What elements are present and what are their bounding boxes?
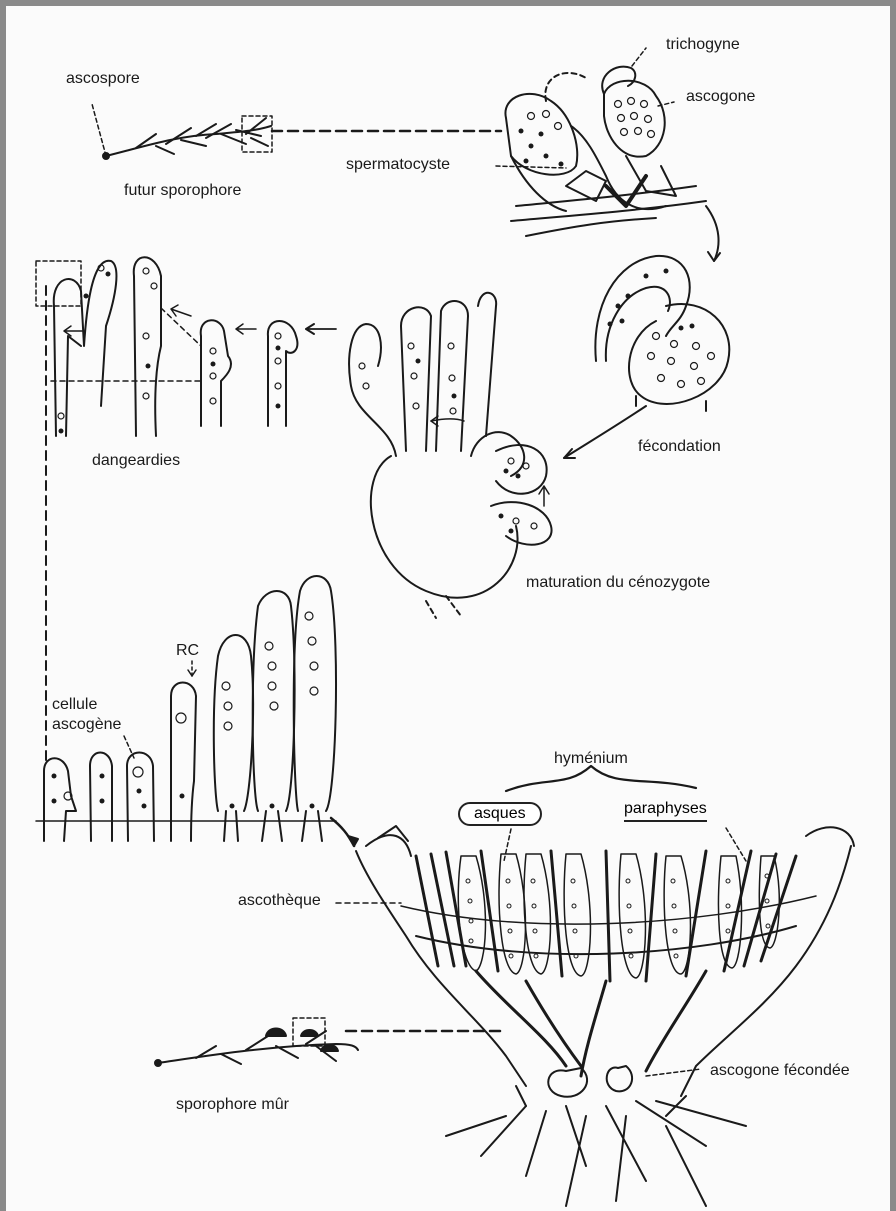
ascotheque-drawing (336, 766, 854, 1206)
label-sporophore-mur: sporophore mûr (176, 1096, 289, 1114)
label-ascogene: ascogène (52, 716, 121, 734)
label-spermatocyste: spermatocyste (346, 156, 450, 174)
label-cellule: cellule (52, 696, 97, 714)
label-paraphyses: paraphyses (624, 800, 707, 822)
label-ascogone: ascogone (686, 88, 755, 106)
maturation-drawing (306, 293, 552, 618)
label-dangeardies: dangeardies (92, 452, 180, 470)
fecondation-drawing (564, 256, 729, 458)
label-maturation: maturation du cénozygote (526, 574, 710, 592)
dangeardies-drawing (36, 257, 297, 761)
futur-sporophore-drawing (92, 104, 501, 159)
label-futur-sporophore: futur sporophore (124, 182, 241, 200)
label-hymenium: hyménium (554, 750, 628, 768)
ascogone-spermatocyste-drawing (496, 48, 720, 261)
label-fecondation: fécondation (638, 438, 721, 456)
label-rc: RC (176, 642, 199, 660)
label-ascogone-fecondee: ascogone fécondée (710, 1062, 850, 1080)
sporophore-mur-drawing (155, 1018, 358, 1066)
label-trichogyne: trichogyne (666, 36, 740, 54)
label-ascospore: ascospore (66, 70, 140, 88)
label-ascotheque: ascothèque (238, 892, 321, 910)
label-asques: asques (458, 802, 542, 826)
